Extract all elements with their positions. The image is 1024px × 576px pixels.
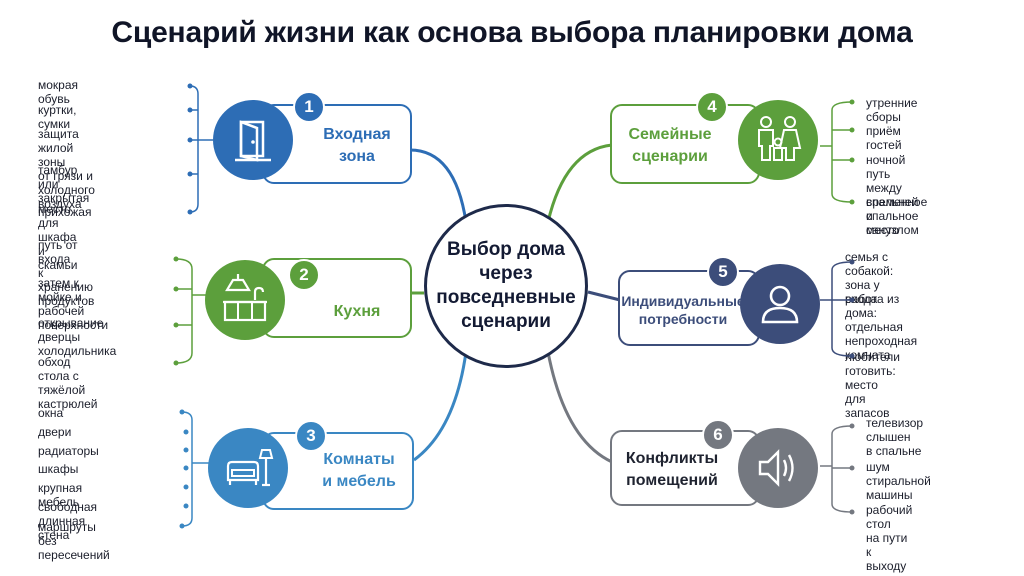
node-4-circle [738,100,818,180]
node-3-label: Комнаты и мебель [322,451,396,490]
node-1-label: Входная зона [323,126,391,165]
node-5-item-1: семья с собакой: зона у входа [845,250,894,306]
central-topic: Выбор дома через повседневные сценарии [424,204,588,368]
node-3-item-6: свободная длинная стена [38,500,97,542]
node-3-bracket [179,409,210,529]
node-3-box: Комнаты и мебель [262,432,414,510]
speaker-icon [758,449,794,487]
kitchen-icon [223,274,267,322]
node-3-item-3: радиаторы [38,444,99,458]
connector-5 [587,290,621,302]
connector-1 [409,148,468,223]
node-6-number: 6 [702,419,734,451]
page-title: Сценарий жизни как основа выбора планиро… [111,16,913,49]
node-1-box: Входная зона [262,104,412,184]
node-4-number: 4 [696,91,728,123]
node-4-item-2: приём гостей [866,124,902,152]
connector-3 [413,351,468,462]
node-2-item-3: открывание дверцы холодильника [38,316,117,358]
family-icon [758,116,802,161]
node-2-item-4: обход стола с тяжёлой кастрюлей [38,355,98,411]
node-4-item-1: утренние сборы [866,96,918,124]
node-1-item-1: мокрая обувь [38,78,79,106]
node-4-item-4: временное спальное место [866,195,928,237]
node-3-number: 3 [295,420,327,452]
node-3-item-2: двери [38,425,72,439]
node-1-number: 1 [293,91,325,123]
node-1-item-2: куртки, сумки [38,103,77,131]
node-3-item-4: шкафы [38,462,79,476]
node-5-circle [740,264,820,344]
node-6-item-3: рабочий стол на пути к выходу [866,503,913,573]
connector-4 [546,143,613,223]
node-2-item-1: путь от входа к хранению продуктов [38,238,95,308]
node-6-item-2: шум стиральной машины [866,460,931,502]
node-1-circle [213,100,293,180]
central-topic-text: Выбор дома через повседневные сценарии [436,239,576,332]
node-5-number: 5 [707,256,739,288]
node-4-label: Семейные сценарии [628,126,712,165]
node-5-box: Индивидуальные потребности [618,270,760,346]
node-2-box: Кухня [262,258,412,338]
node-6-item-1: телевизор слышен в спальне [866,416,924,458]
node-6-box: Конфликты помещений [610,430,760,506]
node-2-number: 2 [288,259,320,291]
person-icon [761,285,799,324]
node-3-item-5: крупная мебель [38,481,83,509]
node-1-item-5: место для шкафа и скамьи [38,202,78,272]
connector-6 [546,351,613,464]
door-icon [235,120,271,162]
node-5-item-3: любители готовить: место для запасов [845,350,900,420]
node-3-item-1: окна [38,406,64,420]
node-1-item-4: тамбур или закрытая прихожая [38,163,92,219]
node-6-bracket [820,423,855,515]
node-2-item-2: затем к мойке и рабочей поверхности [38,276,109,332]
node-2-label: Кухня [333,303,381,320]
node-1-item-3: защита жилой зоны от грязи и холодного в… [38,127,95,211]
node-5-item-2: работа из дома: отдельная непроходная ко… [845,292,918,362]
node-5-bracket [820,259,855,359]
node-2-bracket [173,256,206,366]
node-6-label: Конфликты помещений [625,450,719,489]
node-1-bracket [187,83,213,215]
node-4-bracket [820,99,855,205]
node-3-item-7: маршруты без пересечений [38,520,110,562]
node-2-circle [205,260,285,340]
node-5-label: Индивидуальные потребности [621,293,745,327]
sofa-lamp-icon [226,449,274,487]
node-4-item-3: ночной путь между спальней и санузлом [866,153,919,237]
node-6-circle [738,428,818,508]
node-3-circle [208,428,288,508]
